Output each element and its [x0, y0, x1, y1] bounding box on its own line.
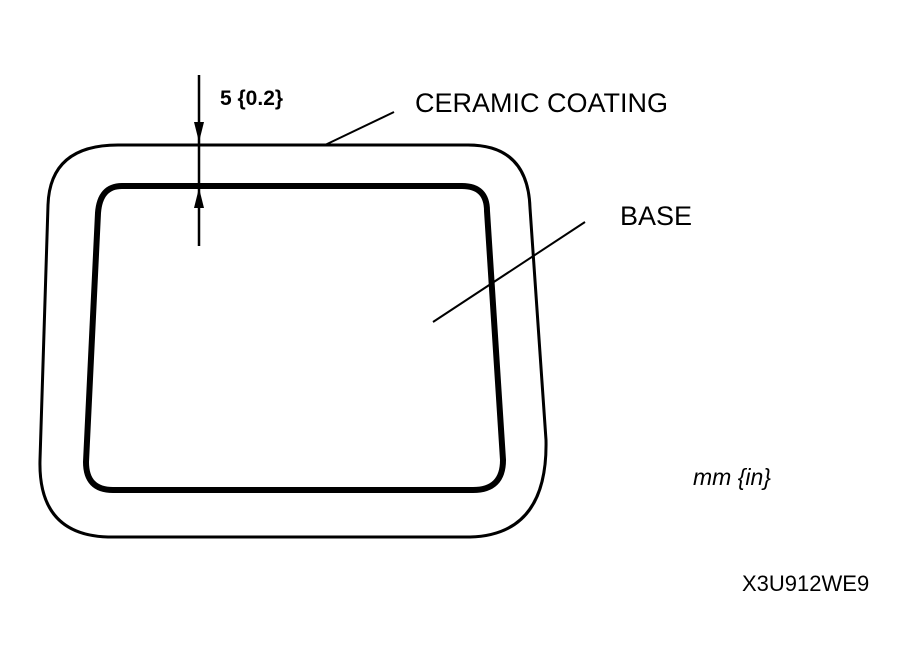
dimension-label: 5 {0.2} [220, 87, 284, 110]
ceramic-coating-label: CERAMIC COATING [415, 88, 669, 118]
ceramic-coating-outline [38, 143, 548, 539]
dimension-arrow-top [194, 122, 204, 142]
figure-id-label: X3U912WE9 [742, 571, 870, 596]
base-leader-line [432, 221, 586, 323]
base-label: BASE [620, 201, 693, 231]
base-outline [82, 183, 507, 493]
dimension-arrow-bottom [194, 188, 204, 208]
coating-leader-line [324, 111, 395, 146]
units-label: mm {in} [693, 464, 771, 490]
